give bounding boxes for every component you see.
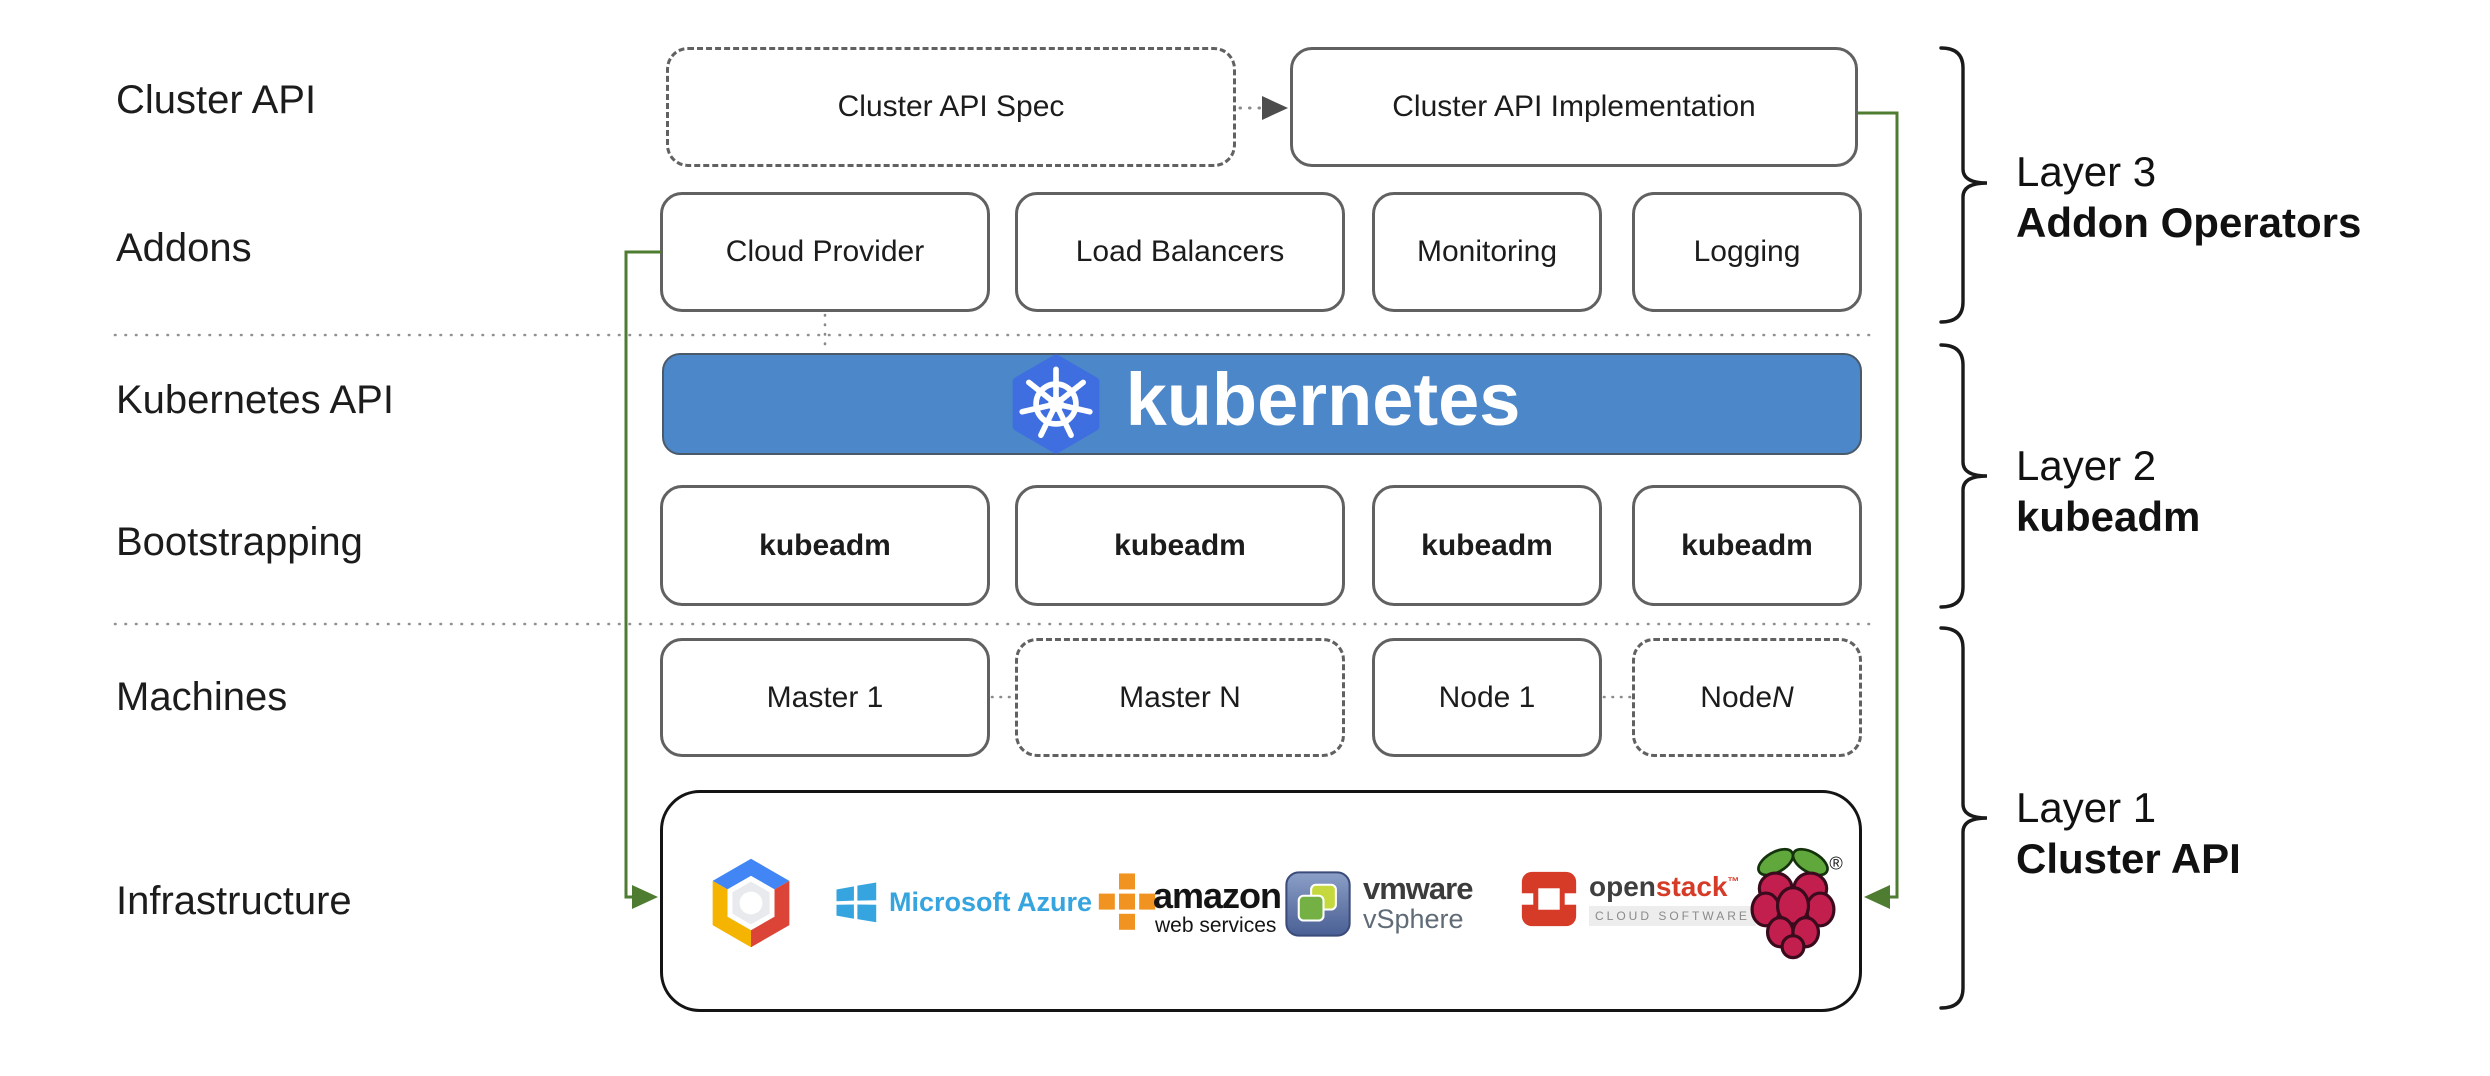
kubeadm-box-4: kubeadm	[1632, 485, 1862, 606]
row-label-kubernetes-api: Kubernetes API	[116, 378, 394, 422]
layer-1-label: Layer 1 Cluster API	[2016, 782, 2241, 884]
provider-google-cloud	[701, 853, 801, 953]
machine-box-master-n: Master N	[1015, 638, 1345, 757]
layer-1-title: Layer 1	[2016, 784, 2157, 831]
aws-subtext: web services	[1155, 914, 1277, 938]
node-n-italic-suffix: N	[1772, 680, 1794, 714]
layer-2-label: Layer 2 kubeadm	[2016, 440, 2200, 542]
row-label-bootstrapping: Bootstrapping	[116, 520, 363, 564]
raspberry-pi-icon: ®	[1750, 847, 1843, 960]
provider-vmware-vsphere: vmware vSphere	[1285, 870, 1473, 937]
machine-box-node-n: Node N	[1632, 638, 1862, 757]
addon-box-logging: Logging	[1632, 192, 1862, 312]
row-label-addons: Addons	[116, 226, 252, 270]
addon-box-cloud-provider: Cloud Provider	[660, 192, 990, 312]
row-label-machines: Machines	[116, 675, 288, 719]
azure-wordmark: Microsoft Azure	[889, 886, 1093, 917]
kubernetes-banner: kubernetes	[662, 353, 1862, 455]
layer-3-label: Layer 3 Addon Operators	[2016, 146, 2361, 248]
kubeadm-box-1: kubeadm	[660, 485, 990, 606]
addon-box-load-balancers: Load Balancers	[1015, 192, 1345, 312]
kubernetes-logo-icon	[1012, 354, 1099, 454]
kubeadm-box-3: kubeadm	[1372, 485, 1602, 606]
provider-aws: amazon web services	[1095, 857, 1282, 949]
machine-box-node-1: Node 1	[1372, 638, 1602, 757]
openstack-word-open: open	[1589, 870, 1656, 902]
vmware-wordmark: vmware	[1363, 870, 1473, 906]
row-label-cluster-api: Cluster API	[116, 78, 317, 122]
layer-3-title: Layer 3	[2016, 148, 2157, 195]
provider-raspberry-pi: ®	[1743, 843, 1843, 965]
node-n-prefix: Node	[1700, 680, 1773, 714]
green-connector-right	[1858, 111, 1899, 899]
kubernetes-wordmark: kubernetes	[1125, 358, 1521, 441]
layer-1-subtitle: Cluster API	[2016, 835, 2241, 882]
green-connector-left	[624, 250, 661, 899]
green-arrowhead-right	[1864, 885, 1890, 909]
addon-box-monitoring: Monitoring	[1372, 192, 1602, 312]
layer-2-subtitle: kubeadm	[2016, 493, 2201, 540]
kubeadm-box-2: kubeadm	[1015, 485, 1345, 606]
raspberry-registered-mark: ®	[1829, 853, 1843, 873]
provider-microsoft-azure: Microsoft Azure	[833, 879, 1092, 925]
openstack-subtext: CLOUD SOFTWARE	[1589, 905, 1756, 926]
layer-3-brace	[1939, 46, 1988, 324]
infrastructure-box: Microsoft Azure amazon web services	[660, 790, 1862, 1012]
google-cloud-icon	[712, 858, 790, 948]
aws-wordmark: amazon	[1153, 875, 1282, 917]
aws-icon	[1096, 871, 1158, 932]
layer-1-brace	[1939, 626, 1988, 1010]
cluster-api-implementation-box: Cluster API Implementation	[1290, 47, 1858, 167]
vsphere-subtext: vSphere	[1363, 903, 1464, 934]
row-label-infrastructure: Infrastructure	[116, 879, 352, 923]
spec-to-implementation-arrowhead	[1262, 96, 1288, 120]
microsoft-azure-icon	[836, 882, 877, 923]
layer-2-brace	[1939, 343, 1988, 609]
openstack-icon	[1519, 871, 1579, 927]
cluster-api-spec-box: Cluster API Spec	[666, 47, 1236, 167]
vmware-vsphere-icon	[1285, 871, 1351, 937]
layer-3-subtitle: Addon Operators	[2016, 199, 2362, 246]
openstack-wordmark: openstack™	[1589, 870, 1756, 902]
openstack-trademark: ™	[1727, 874, 1740, 889]
provider-openstack: openstack™ CLOUD SOFTWARE	[1519, 869, 1756, 929]
openstack-word-stack: stack	[1655, 870, 1728, 902]
machine-box-master-1: Master 1	[660, 638, 990, 757]
green-arrowhead-left	[632, 885, 658, 909]
layer-2-title: Layer 2	[2016, 442, 2157, 489]
